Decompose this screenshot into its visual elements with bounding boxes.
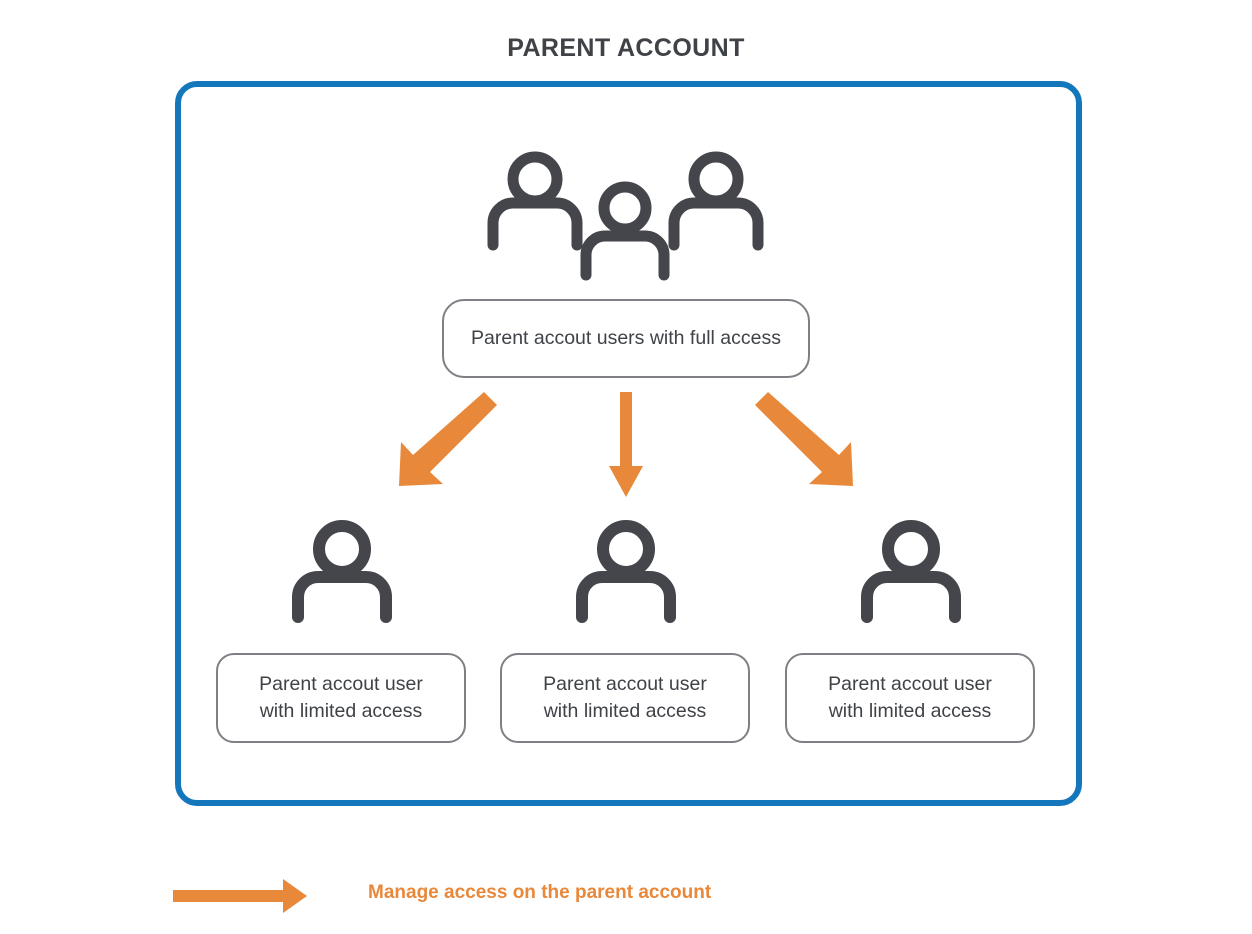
limited-access-line-1: Parent accout user (543, 673, 707, 695)
arrow-right-icon (173, 879, 307, 913)
page-title: PARENT ACCOUNT (507, 34, 745, 62)
limited-access-label-box: Parent accout user with limited access (216, 653, 466, 743)
limited-access-label-text: Parent accout user with limited access (828, 671, 992, 725)
person-glyph (861, 520, 961, 623)
person-glyph (292, 520, 392, 623)
person-icon (566, 515, 686, 625)
group-users-glyph (487, 151, 764, 281)
limited-access-label-box: Parent accout user with limited access (500, 653, 750, 743)
limited-access-line-2: with limited access (543, 700, 707, 722)
limited-access-line-1: Parent accout user (259, 673, 423, 695)
full-access-label-text: Parent accout users with full access (471, 327, 781, 349)
legend-label: Manage access on the parent account (368, 882, 712, 903)
limited-access-label-text: Parent accout user with limited access (259, 671, 423, 725)
person-glyph (576, 520, 676, 623)
limited-access-label-box: Parent accout user with limited access (785, 653, 1035, 743)
person-icon (851, 515, 971, 625)
limited-access-line-1: Parent accout user (828, 673, 992, 695)
legend: Manage access on the parent account (170, 868, 790, 918)
limited-access-label-text: Parent accout user with limited access (543, 671, 707, 725)
limited-access-line-2: with limited access (828, 700, 992, 722)
group-users-icon (483, 145, 768, 285)
person-icon (282, 515, 402, 625)
full-access-label-box: Parent accout users with full access (442, 299, 810, 378)
limited-access-line-2: with limited access (259, 700, 423, 722)
